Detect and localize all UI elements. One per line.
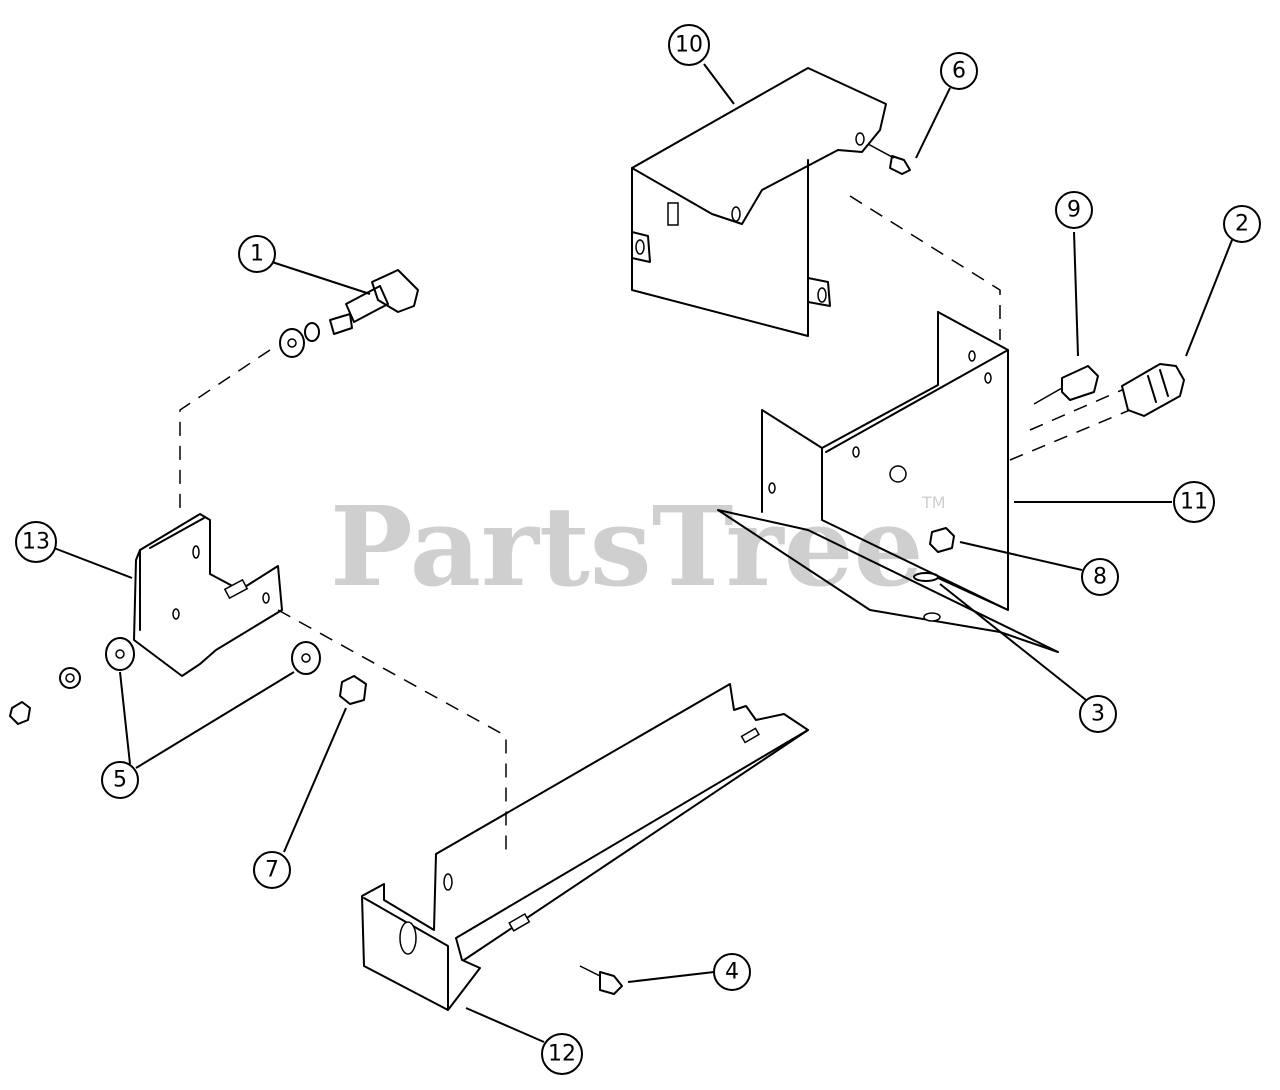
svg-text:2: 2: [1235, 212, 1249, 237]
callout-7: 7: [253, 851, 291, 889]
callout-5: 5: [101, 761, 139, 799]
svg-text:8: 8: [1093, 565, 1107, 590]
part-1-switch: [279, 269, 419, 358]
part-3-washer: [913, 572, 939, 582]
assembly-lines: [179, 195, 1131, 856]
part-12-rail: [361, 683, 809, 1011]
svg-text:7: 7: [265, 858, 279, 883]
part-2-switch: [1121, 363, 1185, 417]
part-11-panel: [717, 311, 1059, 653]
part-4-screw: [579, 965, 623, 995]
lock-washer: [59, 667, 81, 689]
svg-text:10: 10: [675, 33, 703, 58]
part-8-nut: [929, 527, 955, 553]
part-7-nut: [339, 675, 367, 705]
callout-12: 12: [541, 1033, 583, 1075]
watermark-trademark: TM: [921, 493, 946, 512]
svg-text:4: 4: [725, 960, 739, 985]
callout-6: 6: [940, 52, 978, 90]
part-9-lamp: [1033, 365, 1099, 405]
callout-11: 11: [1173, 481, 1215, 523]
watermark-text: PartsTree: [330, 482, 924, 611]
callout-8: 8: [1081, 558, 1119, 596]
svg-text:3: 3: [1091, 702, 1105, 727]
svg-text:1: 1: [250, 242, 264, 267]
svg-text:11: 11: [1180, 490, 1208, 515]
svg-text:6: 6: [952, 59, 966, 84]
callout-3: 3: [1079, 695, 1117, 733]
callout-1: 1: [238, 235, 276, 273]
callout-2: 2: [1223, 205, 1261, 243]
part-13-bracket: [133, 513, 283, 677]
callout-13: 13: [15, 521, 57, 563]
part-5-washers: [105, 637, 321, 675]
svg-text:13: 13: [22, 530, 50, 555]
part-6-screw: [867, 143, 911, 175]
svg-text:9: 9: [1067, 198, 1081, 223]
hex-nut: [9, 701, 31, 725]
svg-text:12: 12: [548, 1042, 576, 1067]
svg-text:5: 5: [113, 768, 127, 793]
callout-10: 10: [668, 24, 710, 66]
leader-lines: [53, 63, 1233, 1043]
callout-4: 4: [713, 953, 751, 991]
part-10-cover: [631, 67, 887, 337]
callout-9: 9: [1055, 191, 1093, 229]
